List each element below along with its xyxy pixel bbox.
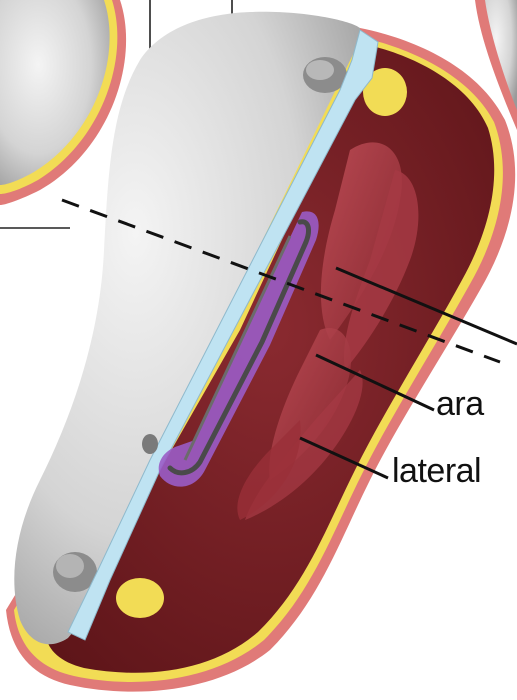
label-lateral: lateral	[392, 452, 481, 491]
surface-pit-bottom-hl	[56, 554, 84, 578]
surface-pit-top-hl	[306, 60, 334, 80]
yolk-spot-bottom	[116, 578, 164, 618]
adjacent-section-left	[0, 0, 126, 205]
label-ara: ara	[436, 385, 484, 424]
